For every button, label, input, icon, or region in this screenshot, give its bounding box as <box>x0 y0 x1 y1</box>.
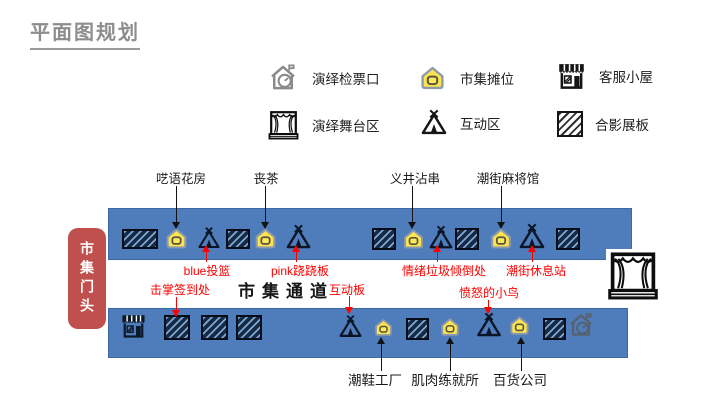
legend-item-market-stall: 市集摊位 <box>417 64 514 92</box>
market-stall-icon <box>372 317 395 338</box>
teepee-icon <box>420 108 448 138</box>
market-stall-icon <box>163 226 190 251</box>
market-stall-icon <box>252 226 279 251</box>
arrow-up-red <box>528 245 537 262</box>
photo-board <box>236 315 262 340</box>
legend-label: 互动区 <box>460 117 501 132</box>
legend-label: 客服小屋 <box>599 70 653 85</box>
stage-icon <box>606 249 660 302</box>
service-hut-icon <box>556 60 587 92</box>
arrow-down-red <box>484 300 493 314</box>
callout-top: 丧茶 <box>253 172 279 186</box>
callout-bottom: 百货公司 <box>493 373 547 388</box>
photo-board <box>372 228 396 250</box>
market-stall-icon <box>507 314 532 337</box>
arrow-up-red <box>202 245 211 262</box>
photo-board <box>406 318 429 340</box>
market-stall-icon <box>488 226 514 251</box>
page-title: 平面图规划 <box>30 16 140 50</box>
callout-red: pink跷跷板 <box>270 264 330 278</box>
callout-red: 情绪垃圾倾倒处 <box>401 264 487 278</box>
legend-label: 合影展板 <box>595 118 649 133</box>
arrow-down-red <box>172 297 181 317</box>
teepee-icon <box>475 312 503 339</box>
arrow-down <box>497 186 506 229</box>
legend-item-stage-area: 演绎舞台区 <box>267 109 380 141</box>
legend-label: 市集摊位 <box>460 72 514 87</box>
callout-top: 呓语花房 <box>155 172 207 186</box>
legend-item-ticket-gate: 演绎检票口 <box>266 62 380 93</box>
legend-item-service-hut: 客服小屋 <box>556 60 653 92</box>
arrow-down <box>261 186 270 229</box>
callout-red: 互动板 <box>328 283 366 297</box>
stage-icon <box>267 109 300 141</box>
callout-bottom: 肌肉练就所 <box>411 373 479 388</box>
corridor-label: 市集通道 <box>238 282 334 301</box>
photo-board <box>122 229 158 249</box>
arrow-up-red <box>433 245 442 262</box>
photo-board <box>226 229 250 249</box>
market-stall-icon <box>438 316 462 338</box>
callout-red: 愤怒的小鸟 <box>458 286 520 300</box>
arrow-up <box>377 337 386 371</box>
market-stall-icon <box>417 64 448 92</box>
teepee-icon <box>338 314 363 340</box>
photo-board <box>556 228 580 250</box>
photo-board <box>543 318 566 340</box>
arrow-up <box>517 337 526 371</box>
callout-red: 潮街休息站 <box>505 264 567 278</box>
arrow-down <box>172 186 181 229</box>
arrow-down-red <box>345 296 354 314</box>
photo-board <box>164 315 190 340</box>
bottom-band <box>108 308 628 358</box>
market-entrance-badge: 市集门头 <box>68 228 106 329</box>
house-clock-icon <box>266 62 300 93</box>
photo-board <box>201 315 228 340</box>
callout-red: 击掌签到处 <box>149 283 211 297</box>
legend-label: 演绎舞台区 <box>312 119 380 134</box>
arrow-up-red <box>292 245 301 262</box>
arrow-down <box>408 186 417 229</box>
photo-board <box>455 228 479 250</box>
callout-top: 潮街麻将馆 <box>476 172 540 186</box>
market-stall-icon <box>401 227 426 251</box>
callout-red: blue投篮 <box>183 264 231 278</box>
photo-board-icon <box>557 111 583 137</box>
legend-item-interactive-area: 互动区 <box>420 108 501 138</box>
legend-label: 演绎检票口 <box>312 71 380 87</box>
house-clock-icon <box>566 311 596 339</box>
callout-top: 义井沾串 <box>389 172 441 186</box>
service-hut-icon <box>118 312 149 340</box>
callout-bottom: 潮鞋工厂 <box>348 373 402 388</box>
legend-item-photo-board: 合影展板 <box>557 111 649 137</box>
arrow-up <box>446 337 455 371</box>
top-band <box>108 208 632 260</box>
